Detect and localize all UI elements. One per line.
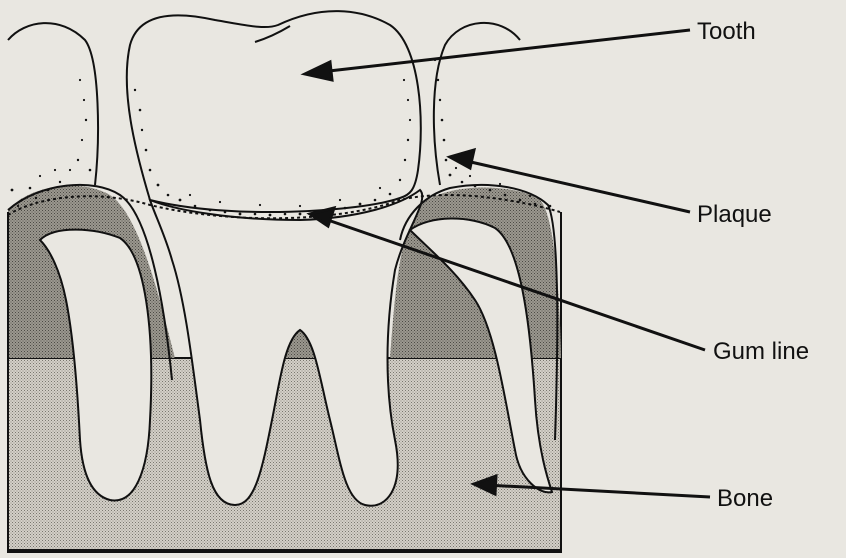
middle-tooth-crown	[127, 11, 421, 212]
arrowhead-plaque	[450, 150, 474, 168]
label-gum-line: Gum line	[713, 340, 809, 364]
label-plaque: Plaque	[697, 203, 772, 227]
left-tooth-crown	[8, 23, 98, 185]
label-tooth: Tooth	[697, 20, 756, 44]
label-bone: Bone	[717, 487, 773, 511]
